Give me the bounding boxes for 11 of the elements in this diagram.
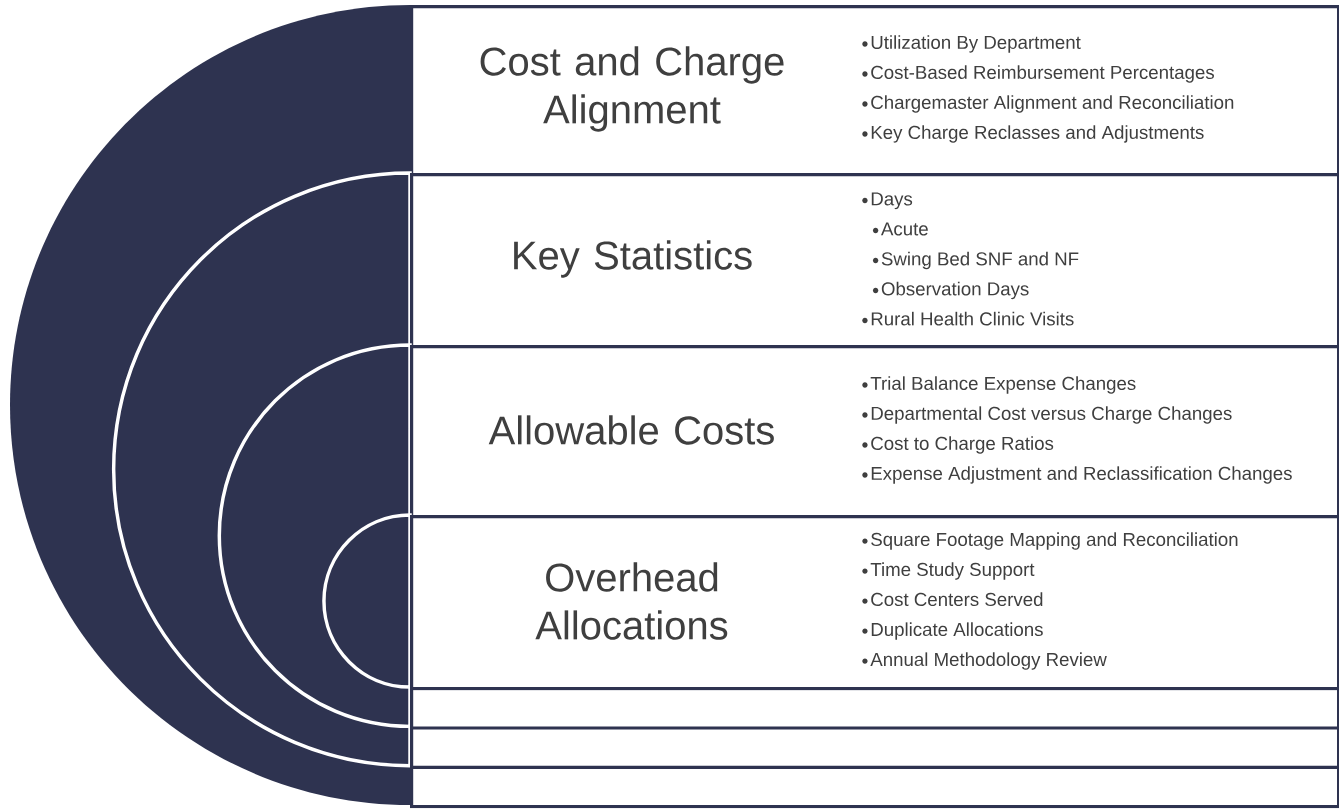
heading: Cost and Charge Alignment: [480, 46, 784, 132]
bullet-item: Swing Bed SNF and NF: [872, 251, 1079, 270]
bullet-item: Acute: [872, 222, 928, 236]
bullet-item: Cost-Based Reimbursement Percentages: [862, 65, 1214, 83]
bullet-item: Chargemaster Alignment and Reconciliation: [862, 95, 1234, 113]
bullet-item: Key Charge Reclasses and Adjustments: [862, 125, 1204, 143]
bullet-item: Utilization By Department: [862, 35, 1081, 53]
bullet-item: Days: [862, 192, 913, 210]
heading: Key Statistics: [514, 240, 752, 278]
bullet-item: Rural Health Clinic Visits: [862, 311, 1074, 326]
bullet-item: Observation Days: [872, 281, 1029, 300]
